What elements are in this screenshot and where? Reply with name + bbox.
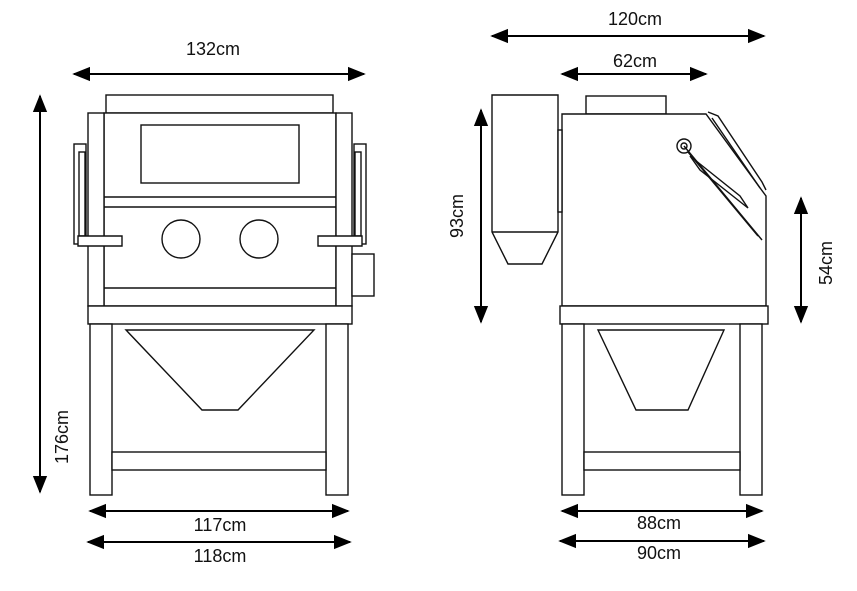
front-hopper <box>124 329 316 411</box>
right-glove-port <box>239 219 279 259</box>
front-left-panel <box>87 112 105 307</box>
side-base-plate <box>559 305 769 325</box>
side-cabinet <box>561 113 767 307</box>
front-top-lid <box>105 94 334 114</box>
side-cabinet-width-label: 62cm <box>613 51 657 71</box>
side-switch-box <box>351 253 375 297</box>
front-left-leg <box>89 323 113 496</box>
front-height-label: 176cm <box>52 410 72 464</box>
side-top-box <box>585 95 667 115</box>
side-right-leg <box>739 323 763 496</box>
dust-collector <box>491 94 559 265</box>
side-view <box>491 94 769 496</box>
side-inner-depth-label: 88cm <box>637 513 681 533</box>
front-width-top-label: 132cm <box>186 39 240 59</box>
front-inner-width-label: 117cm <box>194 515 247 535</box>
side-total-width-label: 120cm <box>608 9 662 29</box>
front-right-leg <box>325 323 349 496</box>
front-view <box>73 94 375 496</box>
front-crossbar <box>111 451 327 471</box>
side-height-label: 93cm <box>447 194 467 238</box>
viewing-window <box>140 124 300 184</box>
side-outer-depth-label: 90cm <box>637 543 681 563</box>
front-right-panel <box>335 112 353 307</box>
side-hopper <box>596 329 726 411</box>
right-latch <box>317 235 363 247</box>
side-left-leg <box>561 323 585 496</box>
front-base-plate <box>87 305 353 325</box>
front-outer-width-label: 118cm <box>194 546 247 566</box>
left-latch <box>77 235 123 247</box>
side-front-height-label: 54cm <box>816 241 836 285</box>
left-glove-port <box>161 219 201 259</box>
side-crossbar <box>583 451 741 471</box>
